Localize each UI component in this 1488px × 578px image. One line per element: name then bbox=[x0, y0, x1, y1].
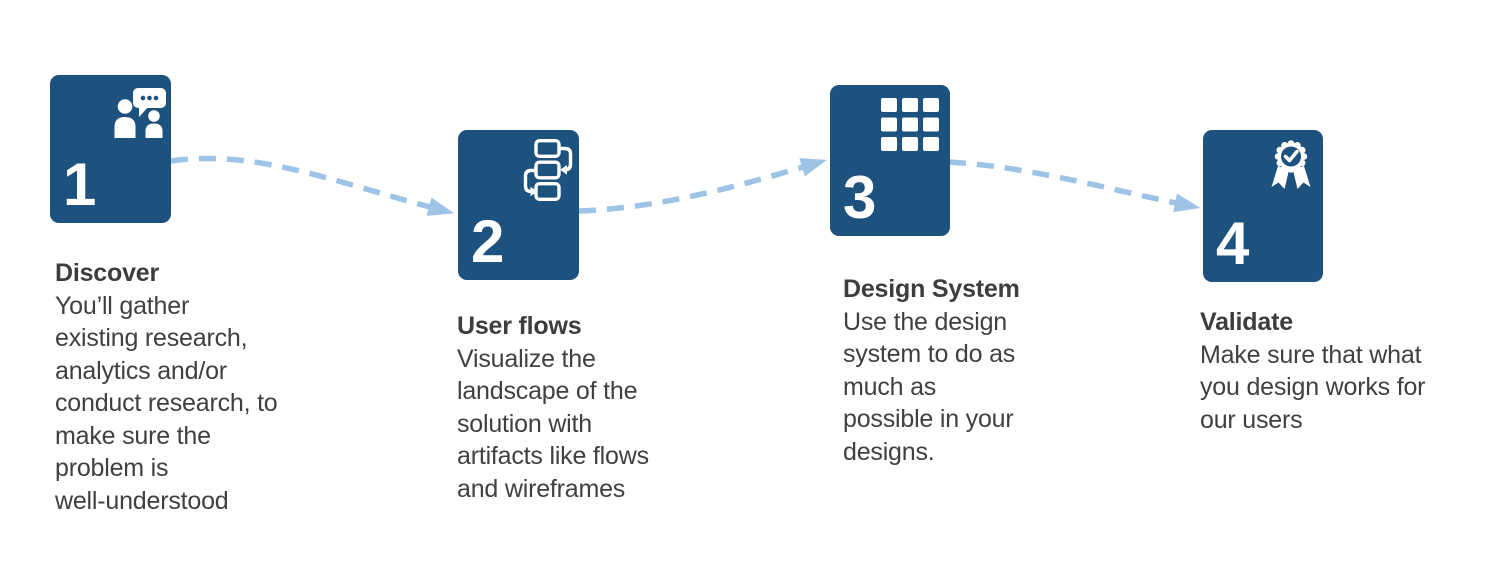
step-title: Validate bbox=[1200, 308, 1293, 336]
step-number: 1 bbox=[63, 151, 96, 218]
step-card-4: 4 bbox=[1203, 130, 1323, 282]
connector-arrow-2 bbox=[578, 158, 827, 214]
step-number: 3 bbox=[843, 164, 876, 231]
step-title: Discover bbox=[55, 259, 160, 287]
step-number: 4 bbox=[1216, 210, 1249, 277]
connector-arrow-3 bbox=[948, 159, 1201, 213]
step-description: Make sure that what you design works for… bbox=[1200, 340, 1426, 434]
step-title: User flows bbox=[457, 312, 582, 340]
step-card-1: 1 bbox=[50, 75, 171, 223]
discussion-icon bbox=[114, 88, 166, 138]
step-number: 2 bbox=[471, 208, 504, 275]
step-description: Use the design system to do as much as p… bbox=[843, 307, 1016, 466]
connector-arrow-1 bbox=[170, 155, 455, 216]
step-description: You’ll gather existing research, analyti… bbox=[55, 291, 278, 515]
step-text-4: Validate Make sure that what you design … bbox=[1200, 306, 1485, 436]
step-text-3: Design System Use the design system to d… bbox=[843, 273, 1128, 468]
step-title: Design System bbox=[843, 275, 1020, 303]
step-text-1: Discover You’ll gather existing research… bbox=[55, 257, 340, 517]
step-text-2: User flows Visualize the landscape of th… bbox=[457, 310, 742, 505]
step-card-3: 3 bbox=[830, 85, 950, 236]
flowchart-icon bbox=[523, 139, 573, 201]
grid-icon bbox=[881, 98, 939, 151]
step-description: Visualize the landscape of the solution … bbox=[457, 344, 649, 503]
award-icon bbox=[1271, 140, 1311, 189]
step-card-2: 2 bbox=[458, 130, 579, 280]
